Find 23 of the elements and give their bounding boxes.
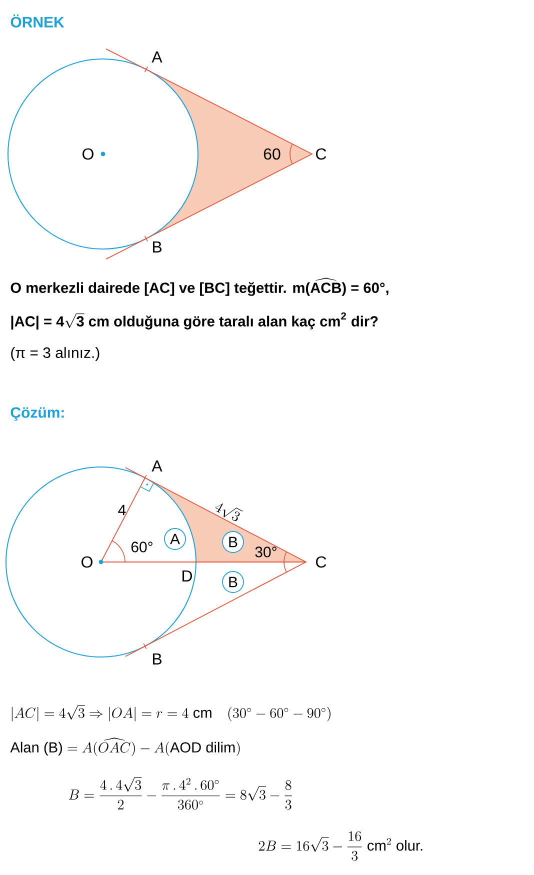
note-text: (π = 3 alınız.) [11, 347, 100, 361]
point-label: O [82, 556, 92, 568]
point-label: C [316, 148, 326, 160]
side-label: 4 [118, 504, 126, 516]
angle-label: 60 [264, 148, 280, 160]
solution-formula: $2B = 16\sqrt{3} - \frac{16}{3}\text{ cm}^2\text{ olur.}$ [258, 831, 422, 861]
question-text: $\textbf{O merkezli dairede [AC] ve [BC] teğettir. m(}\widehat{\textbf{ACB}}\textbf{) = 60°,}$ [10, 278, 388, 296]
question-text: $\textbf{|AC| = 4}\sqrt{\textbf{3}}\textbf{ cm olduğuna göre taralı alan kaç cm}^{\textbf{2}}\textbf{ dir?}$ [11, 312, 378, 330]
point-label: A [152, 460, 162, 472]
point-label: O [82, 148, 94, 160]
point-label: A [152, 52, 162, 62]
solution-formula: $B = \frac{4\,.\,4\sqrt{3}}{2} - \frac{\pi\,.\,4^2\,.\,60^\circ}{360^\circ} = 8\sqrt{3} - \frac{8}{3}$ [68, 777, 292, 810]
heading: ÖRNEK [10, 14, 64, 28]
point-label: C [316, 556, 326, 568]
angle-label: 30° [255, 546, 276, 558]
section-heading: Çözüm: [10, 407, 64, 421]
point-label: B [152, 242, 162, 252]
angle-label: 60° [131, 542, 152, 552]
point-label: D [182, 570, 192, 582]
point-label: B [152, 653, 162, 664]
solution-line: $|AC| = 4\sqrt{3} \Rightarrow |OA| = r = 4\text{ cm}\quad (30^\circ - 60^\circ - 90^\circ)$ [12, 705, 330, 722]
side-label: $4\sqrt{3}$ [215, 504, 243, 521]
solution-line: $\text{Alan (B)} = A(\widehat{OAC}) - A(\text{AOD dilim})$ [10, 738, 240, 756]
